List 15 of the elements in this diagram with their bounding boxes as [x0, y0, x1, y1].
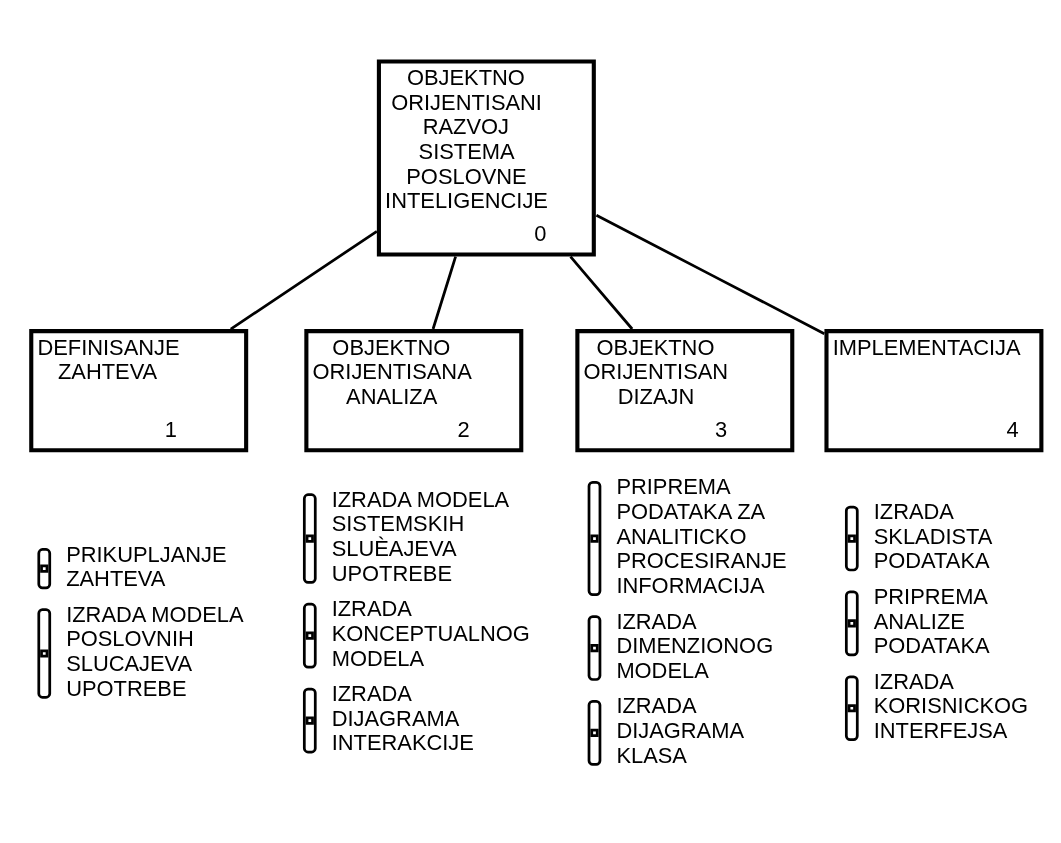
node-label: PRIPREMA ANALIZE PODATAKA — [873, 583, 990, 659]
node-label: IZRADA SKLADISTA PODATAKA — [873, 499, 993, 574]
node-label: IZRADA KONCEPTUALNOG MODELA — [331, 596, 530, 671]
connector — [431, 256, 457, 330]
node-label: PRIPREMA PODATAKA ZA ANALITICKO PROCESIRANJE INFORMACIJA — [616, 474, 787, 598]
node-label: PRIKUPLJANJE ZAHTEVA — [66, 541, 227, 592]
node-label: IZRADA MODELA POSLOVNIH SLUCAJEVA UPOTREBE — [66, 601, 244, 701]
node-label: IZRADA DIJAGRAMA INTERAKCIJE — [331, 681, 474, 756]
connector — [569, 255, 634, 330]
node-label: IZRADA DIJAGRAMA KLASA — [616, 693, 745, 768]
node-label: IZRADA KORISNICKOG INTERFEJSA — [873, 668, 1029, 744]
connector — [230, 230, 378, 331]
node-label: IZRADA DIMENZIONOG MODELA — [616, 608, 774, 683]
node-label: IZRADA MODELA SISTEMSKIH SLUÈAJEVA UPOTREBE — [331, 486, 510, 586]
connector — [595, 214, 825, 335]
